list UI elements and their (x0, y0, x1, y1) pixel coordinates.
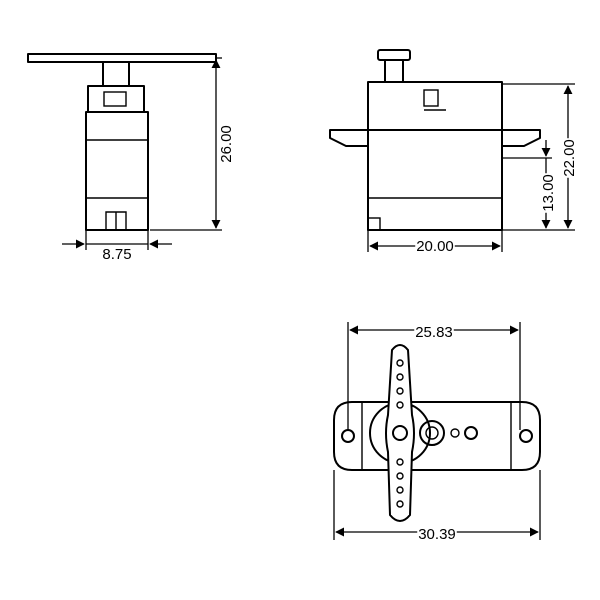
front-view: 20.00 13.00 22.00 (329, 49, 578, 255)
top-view-horn-hole (396, 359, 404, 367)
top-view-horn-hole (396, 472, 404, 480)
front-view-shaft-top (377, 49, 411, 61)
top-view-small-hole (450, 428, 460, 438)
side-view: 26.00 8.75 (27, 53, 235, 263)
front-view-shaft (384, 59, 404, 83)
top-view-body (333, 401, 541, 471)
side-view-horn-arm (27, 53, 217, 63)
top-view-mount-hole-right (519, 429, 533, 443)
front-total-height-label: 22.00 (561, 139, 578, 177)
top-view-servo-horn (385, 344, 415, 522)
top-view-second-gear (419, 420, 445, 446)
top-view-mount-hole-left (341, 429, 355, 443)
top-view: 25.83 30.39 (333, 322, 541, 543)
dimension-label-backing (540, 173, 557, 213)
side-view-gear-hub (103, 91, 127, 107)
dimension-label-backing (101, 246, 133, 263)
front-body-height-label: 13.00 (540, 174, 557, 212)
dimension-label-backing (415, 238, 455, 255)
front-view-body (367, 129, 503, 231)
top-view-horn-center-screw (392, 425, 408, 441)
top-view-horn-hole (396, 486, 404, 494)
side-width-label: 8.75 (102, 246, 131, 263)
side-view-output-shaft (102, 61, 130, 87)
front-width-label: 20.00 (416, 238, 454, 255)
top-view-horn-hole (396, 401, 404, 409)
top-view-horn-hole (396, 500, 404, 508)
dimension-label-backing (414, 324, 454, 341)
dimension-label-backing (417, 526, 457, 543)
front-view-second-gear (423, 89, 439, 107)
top-length-label: 30.39 (418, 526, 456, 543)
dimension-label-backing (218, 124, 235, 164)
top-view-horn-hole (396, 458, 404, 466)
side-height-label: 26.00 (218, 125, 235, 163)
top-span-label: 25.83 (415, 324, 453, 341)
top-view-second-gear-inner (425, 426, 439, 440)
side-view-body (85, 111, 149, 231)
top-view-horn-hole (396, 387, 404, 395)
top-view-screw-hole (464, 426, 478, 440)
top-view-horn-hole (396, 373, 404, 381)
dimension-label-backing (561, 138, 578, 178)
front-view-cable-exit (367, 217, 381, 231)
front-view-flange-right (501, 129, 541, 147)
side-view-gear-cap (87, 85, 145, 113)
front-view-flange-left (329, 129, 369, 147)
